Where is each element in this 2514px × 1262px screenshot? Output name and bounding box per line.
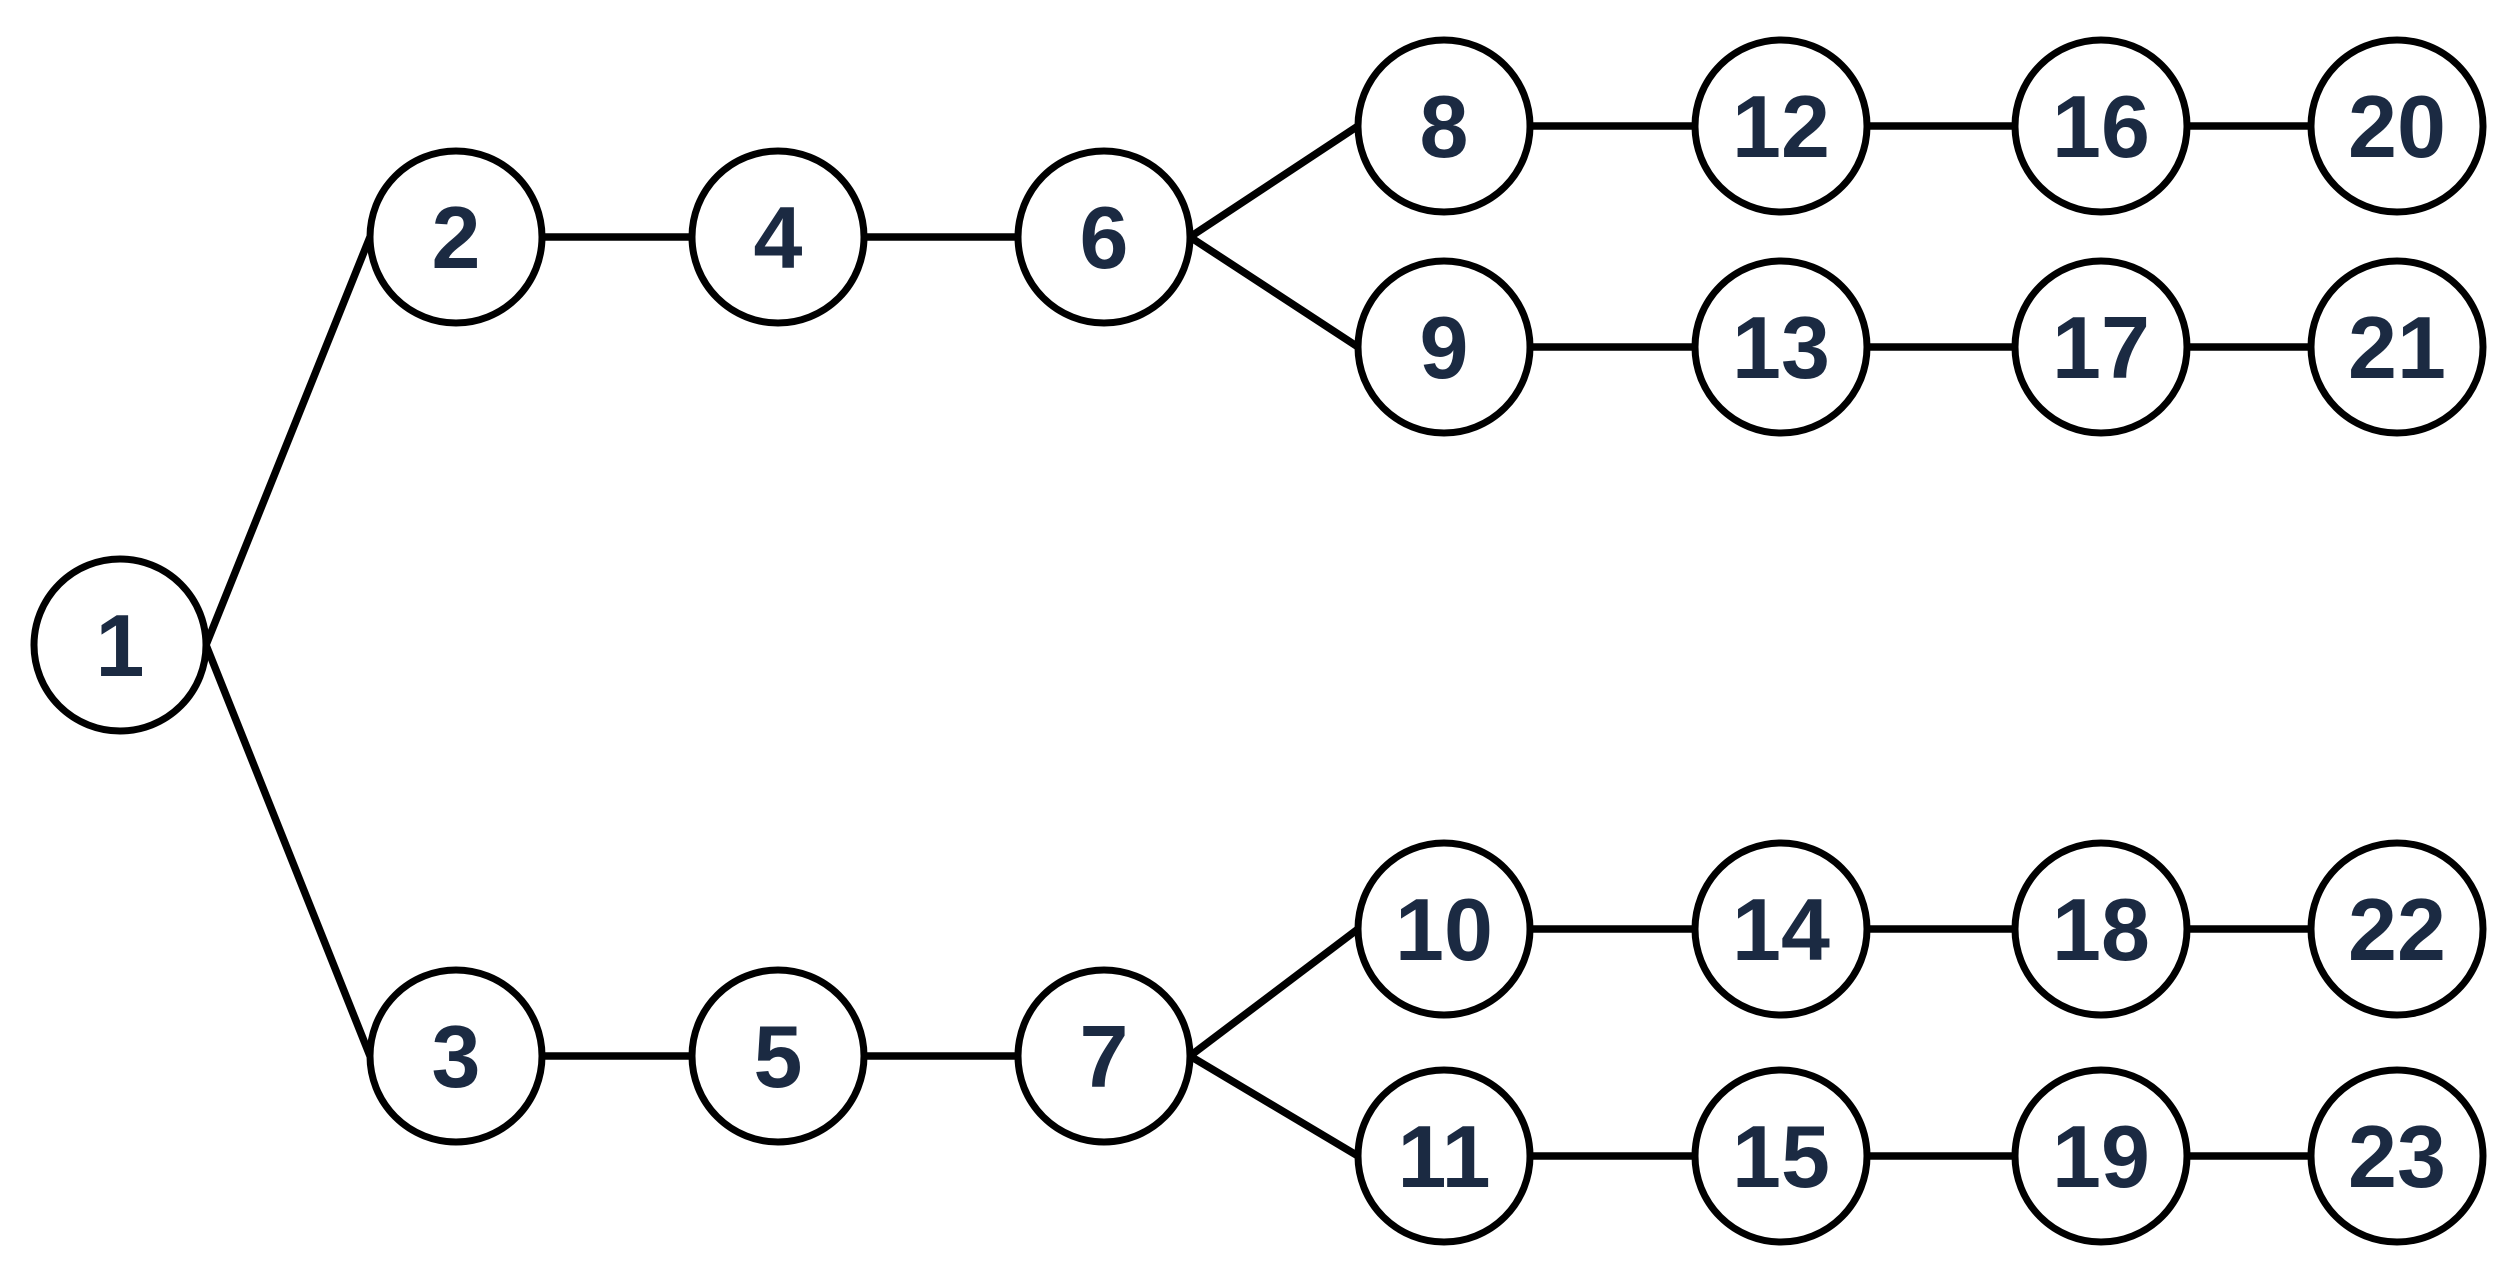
node-label-5: 5 <box>754 1007 803 1106</box>
node-label-21: 21 <box>2348 298 2446 397</box>
node-circle-9 <box>1354 257 1534 437</box>
graph-node-13: 13 <box>1691 257 1871 437</box>
node-circle-21 <box>2307 257 2487 437</box>
node-label-13: 13 <box>1732 298 1830 397</box>
node-label-4: 4 <box>754 188 803 287</box>
graph-node-16: 16 <box>2011 36 2191 216</box>
graph-node-9: 9 <box>1354 257 1534 437</box>
edge-7-10 <box>1187 926 1361 1059</box>
graph-node-5: 5 <box>688 966 868 1146</box>
graph-node-22: 22 <box>2307 839 2487 1019</box>
graph-node-14: 14 <box>1691 839 1871 1019</box>
graph-node-4: 4 <box>688 147 868 327</box>
node-label-3: 3 <box>432 1007 481 1106</box>
node-label-20: 20 <box>2348 77 2446 176</box>
node-label-2: 2 <box>432 188 481 287</box>
node-circle-8 <box>1354 36 1534 216</box>
node-circle-4 <box>688 147 868 327</box>
edges-layer <box>202 122 2311 1160</box>
node-circle-22 <box>2307 839 2487 1019</box>
node-label-18: 18 <box>2052 880 2150 979</box>
node-circle-23 <box>2307 1066 2487 1246</box>
graph-node-8: 8 <box>1354 36 1534 216</box>
node-label-15: 15 <box>1732 1107 1830 1206</box>
node-circle-15 <box>1691 1066 1871 1246</box>
node-label-9: 9 <box>1420 298 1469 397</box>
edge-6-9 <box>1187 233 1361 351</box>
graph-node-17: 17 <box>2011 257 2191 437</box>
node-label-8: 8 <box>1420 77 1469 176</box>
graph-node-7: 7 <box>1014 966 1194 1146</box>
graph-node-10: 10 <box>1354 839 1534 1019</box>
node-circle-12 <box>1691 36 1871 216</box>
graph-node-18: 18 <box>2011 839 2191 1019</box>
node-circle-1 <box>30 555 210 735</box>
node-circle-3 <box>366 966 546 1146</box>
node-circle-11 <box>1354 1066 1534 1246</box>
node-circle-19 <box>2011 1066 2191 1246</box>
node-label-7: 7 <box>1080 1007 1129 1106</box>
node-circle-16 <box>2011 36 2191 216</box>
edge-7-11 <box>1188 1052 1360 1160</box>
graph-node-20: 20 <box>2307 36 2487 216</box>
node-label-22: 22 <box>2348 880 2446 979</box>
graph-node-1: 1 <box>30 555 210 735</box>
graph-node-11: 11 <box>1354 1066 1534 1246</box>
edge-1-3 <box>202 643 374 1058</box>
node-label-14: 14 <box>1732 880 1830 979</box>
node-circle-10 <box>1354 839 1534 1019</box>
graph-node-23: 23 <box>2307 1066 2487 1246</box>
node-label-17: 17 <box>2052 298 2150 397</box>
graph-node-12: 12 <box>1691 36 1871 216</box>
node-label-19: 19 <box>2052 1107 2150 1206</box>
node-label-16: 16 <box>2052 77 2150 176</box>
node-circle-18 <box>2011 839 2191 1019</box>
node-label-1: 1 <box>96 596 145 695</box>
graph-node-15: 15 <box>1691 1066 1871 1246</box>
node-label-12: 12 <box>1732 77 1830 176</box>
graph-node-6: 6 <box>1014 147 1194 327</box>
graph-node-2: 2 <box>366 147 546 327</box>
node-circle-7 <box>1014 966 1194 1146</box>
graph-node-19: 19 <box>2011 1066 2191 1246</box>
edge-6-8 <box>1187 122 1361 241</box>
node-circle-17 <box>2011 257 2191 437</box>
graph-node-21: 21 <box>2307 257 2487 437</box>
node-circle-13 <box>1691 257 1871 437</box>
node-circle-2 <box>366 147 546 327</box>
node-label-10: 10 <box>1395 880 1493 979</box>
node-circle-20 <box>2307 36 2487 216</box>
node-circle-14 <box>1691 839 1871 1019</box>
edge-1-2 <box>202 235 374 647</box>
node-label-6: 6 <box>1080 188 1129 287</box>
node-label-23: 23 <box>2348 1107 2446 1206</box>
node-circle-6 <box>1014 147 1194 327</box>
graph-node-3: 3 <box>366 966 546 1146</box>
node-label-11: 11 <box>1397 1107 1490 1206</box>
node-circle-5 <box>688 966 868 1146</box>
